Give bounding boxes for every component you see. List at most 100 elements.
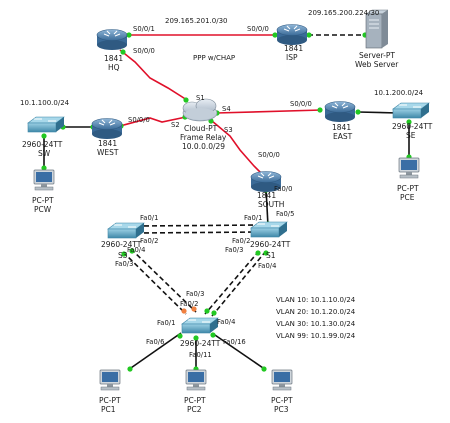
link-west-cloud <box>119 116 187 127</box>
link-s2-pc1 <box>127 332 182 371</box>
port-label: Fa0/3 <box>115 260 133 268</box>
link-s3-s2-b <box>130 248 197 313</box>
port-label: Fa0/1 <box>140 214 158 222</box>
server-model: Server-PT <box>359 51 395 60</box>
pc-icon <box>271 369 293 391</box>
west-name: WEST <box>97 148 119 157</box>
port-label: S0/0/0 <box>290 100 312 108</box>
link-s3-s1-b <box>135 231 263 234</box>
link-s3-s1-a <box>135 224 263 227</box>
pc-icon <box>185 369 207 391</box>
pc2-model: PC-PT <box>184 396 206 405</box>
link-s3-s2-a <box>122 251 187 315</box>
router-hq[interactable]: 1841 HQ <box>96 28 128 73</box>
sw-model: 2960-24TT <box>22 140 63 149</box>
pc-pc3[interactable]: PC-PT PC3 <box>271 369 293 414</box>
router-west[interactable]: 1841 WEST <box>91 117 123 158</box>
port-label: Fa0/16 <box>223 338 246 346</box>
cloud-subnet: 10.0.0.0/29 <box>182 142 225 151</box>
port-label: Fa0/4 <box>258 262 276 270</box>
se-name: SE <box>406 131 416 140</box>
pc-pc2[interactable]: PC-PT PC2 <box>184 369 207 414</box>
vlan-item: VLAN 99: 10.1.99.0/24 <box>276 332 356 340</box>
pce-model: PC-PT <box>397 184 419 193</box>
port-label: S4 <box>222 105 231 113</box>
pc1-model: PC-PT <box>99 396 121 405</box>
pc3-model: PC-PT <box>271 396 293 405</box>
vlan-item: VLAN 30: 10.1.30.0/24 <box>276 320 356 328</box>
port-label: Fa0/6 <box>146 338 164 346</box>
s3-model: 2960-24TT <box>101 240 142 249</box>
switch-se[interactable]: 2960-24TT SE <box>392 102 433 140</box>
south-name: SOUTH <box>258 200 284 209</box>
cloud-model: Cloud-PT <box>184 124 218 133</box>
switch-icon <box>107 222 145 239</box>
pc2-name: PC2 <box>187 405 202 414</box>
server-name: Web Server <box>355 60 399 69</box>
switch-s1[interactable]: 2960-24TT S1 <box>250 221 291 260</box>
router-isp[interactable]: 1841 ISP <box>276 23 308 63</box>
pc1-name: PC1 <box>101 405 116 414</box>
net-isp-server: 209.165.200.224/30 <box>308 9 379 17</box>
port-label: Fa0/4 <box>217 318 235 326</box>
port-label: Fa0/2 <box>180 300 198 308</box>
port-label: Fa0/4 <box>127 246 145 254</box>
s1-model: 2960-24TT <box>250 240 291 249</box>
port-label: Fa0/0 <box>274 185 292 193</box>
pc-pc1[interactable]: PC-PT PC1 <box>99 369 121 414</box>
s3-name: S3 <box>118 251 128 260</box>
port-label: Fa0/1 <box>157 319 175 327</box>
port-label: Fa0/11 <box>189 351 212 359</box>
port-label: S0/0/0 <box>133 47 155 55</box>
port-label: S3 <box>224 126 233 134</box>
server-web[interactable]: Server-PT Web Server <box>355 9 399 69</box>
link-cloud-east <box>215 109 323 114</box>
link-cloud-south <box>211 120 263 175</box>
pcw-name: PCW <box>34 205 52 214</box>
router-icon <box>276 23 308 46</box>
port-label: S2 <box>171 121 180 129</box>
link-s2-pc3 <box>211 332 267 371</box>
port-label: Fa0/3 <box>186 290 204 298</box>
east-name: EAST <box>333 132 353 141</box>
port-label: S0/0/0 <box>128 116 150 124</box>
switch-icon <box>181 317 219 334</box>
net-ppp: PPP w/CHAP <box>193 54 235 62</box>
pce-name: PCE <box>400 193 415 202</box>
vlan-item: VLAN 10: 10.1.10.0/24 <box>276 296 356 304</box>
switch-s2[interactable]: 2960-24TT <box>180 317 221 348</box>
port-label: S0/0/0 <box>258 151 280 159</box>
router-south[interactable]: 1841 SOUTH <box>250 170 284 210</box>
cloud-name: Frame Relay <box>180 133 227 142</box>
cloud-icon <box>182 98 218 122</box>
pc-icon <box>398 157 420 179</box>
s1-name: S1 <box>266 251 276 260</box>
link-hq-cloud <box>119 49 188 101</box>
switch-sw[interactable]: 2960-24TT SW <box>22 116 65 158</box>
s2-model: 2960-24TT <box>180 339 221 348</box>
link-s1-s2-a <box>204 250 260 315</box>
pc3-name: PC3 <box>274 405 289 414</box>
port-label: Fa0/2 <box>232 237 250 245</box>
net-hq-isp: 209.165.201.0/30 <box>165 17 227 25</box>
south-model: 1841 <box>257 191 276 200</box>
isp-model: 1841 <box>284 44 303 53</box>
isp-name: ISP <box>286 53 298 62</box>
router-east[interactable]: 1841 EAST <box>324 100 356 142</box>
port-label: Fa0/5 <box>276 210 294 218</box>
vlan-item: VLAN 20: 10.1.20.0/24 <box>276 308 356 316</box>
pc-pce[interactable]: PC-PT PCE <box>397 157 420 202</box>
cloud-frame-relay[interactable]: Cloud-PT Frame Relay 10.0.0.0/29 <box>180 98 227 151</box>
pcw-model: PC-PT <box>32 196 54 205</box>
pc-pcw[interactable]: PC-PT PCW <box>32 169 55 214</box>
hq-model: 1841 <box>104 54 123 63</box>
east-model: 1841 <box>332 123 351 132</box>
pc-icon <box>99 369 121 391</box>
port-label: Fa0/3 <box>225 246 243 254</box>
switch-s3[interactable]: 2960-24TT S3 <box>101 222 145 260</box>
router-icon <box>324 100 356 123</box>
server-icon <box>365 9 389 49</box>
link-east-se <box>357 111 399 114</box>
net-west-lan: 10.1.100.0/24 <box>20 99 70 107</box>
